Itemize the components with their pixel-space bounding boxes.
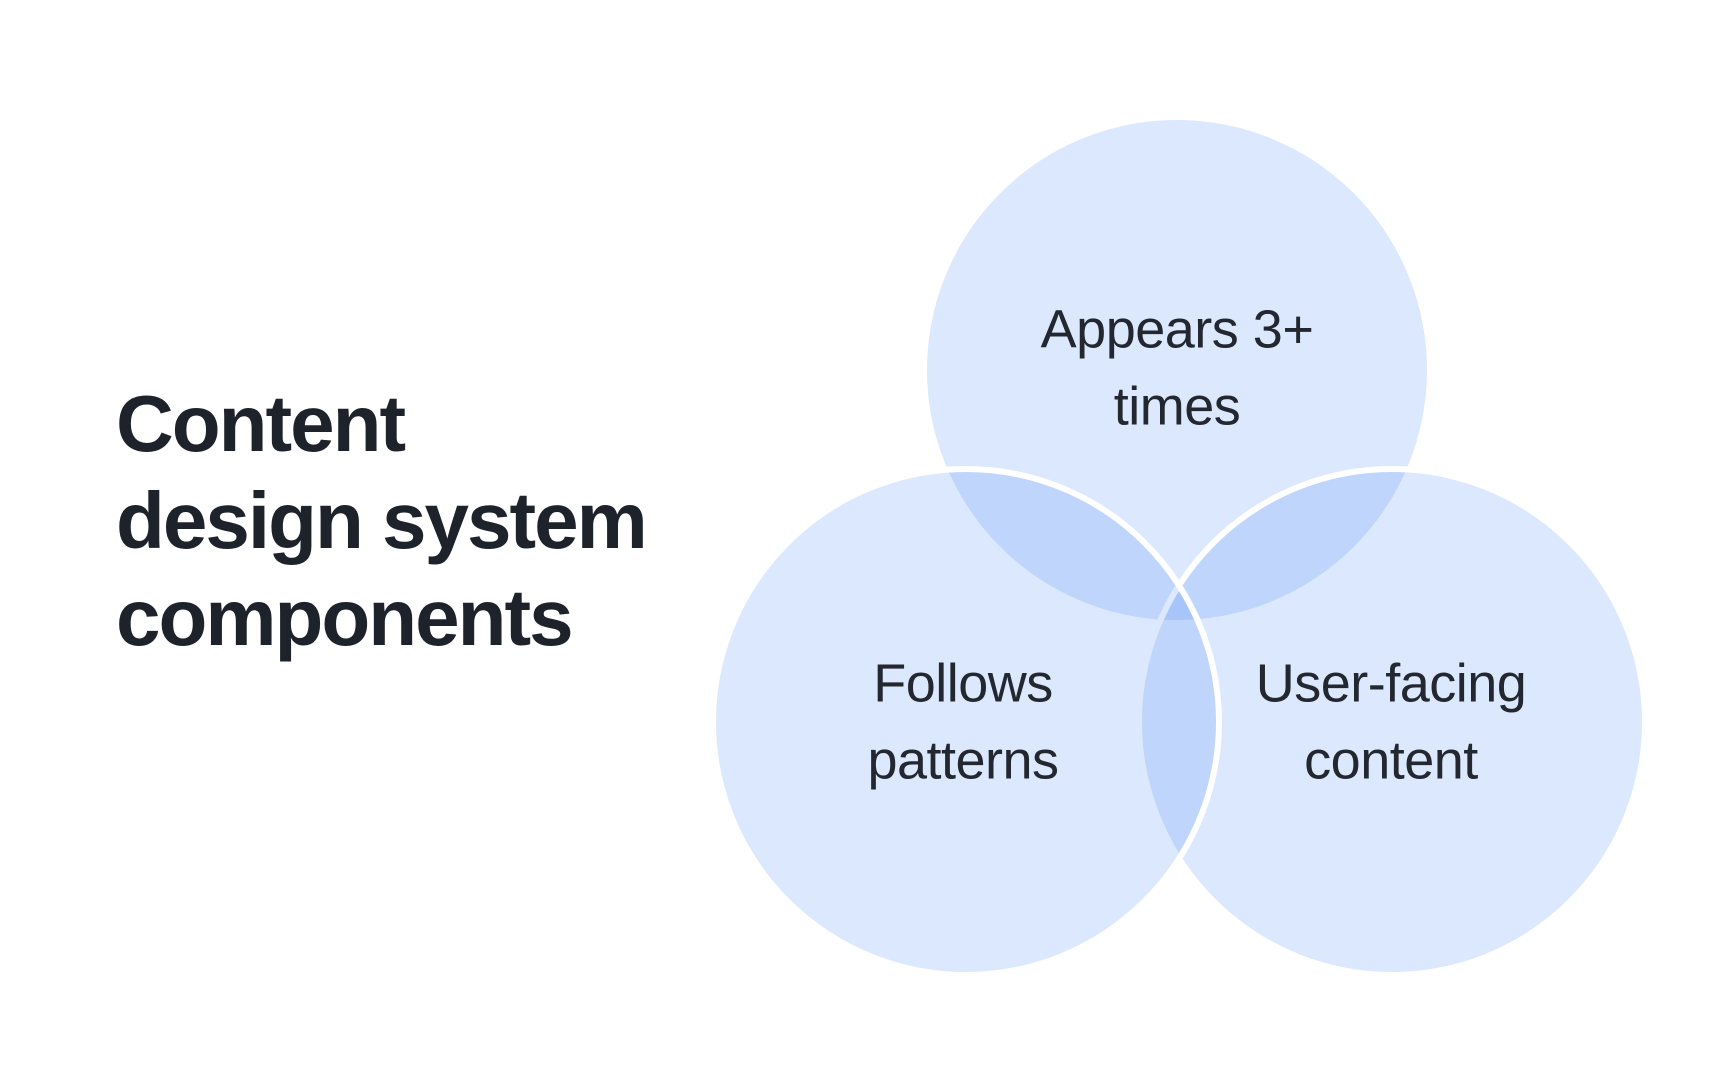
label-follows-patterns-line-1: Follows [873, 653, 1053, 714]
circle-follows-patterns [710, 466, 1222, 978]
label-user-facing-content: User-facing content [1256, 645, 1527, 798]
label-appears-3-times-line-2: times [1113, 376, 1241, 436]
page-title-line-1: Content [116, 379, 406, 468]
circle-user-facing-content [1136, 466, 1648, 978]
label-appears-3-times-line-1: Appears 3+ [1040, 299, 1314, 360]
circle-appears-3-times [921, 114, 1433, 626]
label-user-facing-content-line-2: content [1304, 730, 1478, 790]
page-title-line-2: design system [116, 475, 648, 565]
label-follows-patterns: Follows patterns [867, 645, 1059, 798]
label-follows-patterns-line-2: patterns [867, 730, 1059, 790]
label-appears-3-times: Appears 3+ times [1041, 291, 1314, 444]
page-title-line-3: components [116, 572, 574, 662]
label-user-facing-content-line-1: User-facing [1255, 653, 1527, 714]
page-title: Content design system components [116, 376, 648, 666]
